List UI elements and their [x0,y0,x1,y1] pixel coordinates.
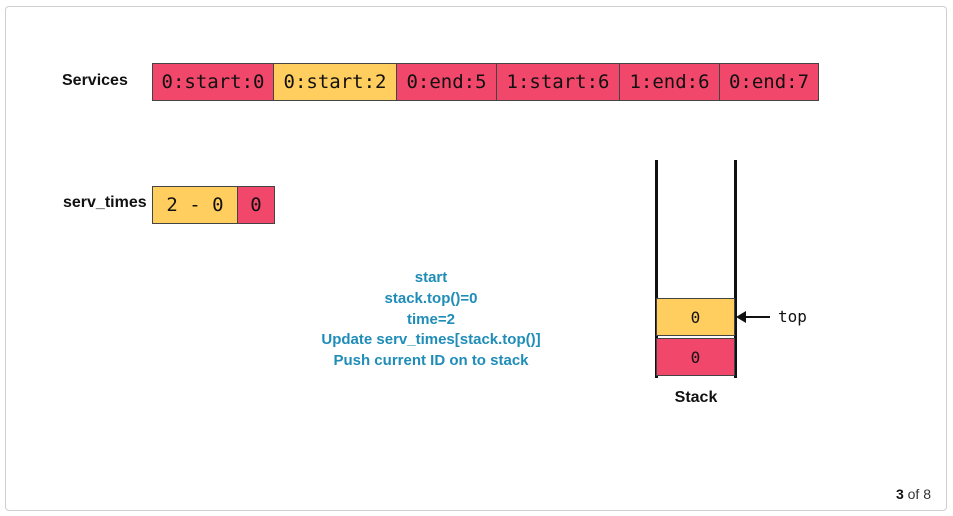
step-description: start stack.top()=0 time=2 Update serv_t… [300,268,562,372]
stack-item: 0 [656,338,735,376]
services-array: 0:start:0 0:start:2 0:end:5 1:start:6 1:… [152,63,819,101]
serv-times-label: serv_times [63,194,147,211]
step-line: time=2 [407,310,455,328]
services-cell: 0:start:0 [152,63,274,101]
services-cell: 0:end:5 [396,63,497,101]
pager-current: 3 [895,486,904,502]
top-label: top [778,307,807,326]
stack-right-wall [734,160,737,378]
slide-pager: 3 of 8 [896,486,931,502]
stack-label: Stack [674,389,718,406]
services-cell: 1:start:6 [496,63,620,101]
services-cell: 0:end:7 [719,63,819,101]
services-cell: 0:start:2 [273,63,397,101]
step-line: stack.top()=0 [384,289,478,307]
top-pointer-arrow-icon [736,311,746,323]
serv-times-array: 2 - 0 0 [152,186,275,224]
serv-times-cell: 0 [237,186,275,224]
services-label: Services [62,72,128,89]
services-cell: 1:end:6 [619,63,720,101]
step-line: start [414,269,448,286]
stack-left-wall [655,160,658,378]
stack-item-top: 0 [656,298,735,336]
step-line: Update serv_times[stack.top()] [321,331,541,349]
pager-total: of 8 [907,486,931,502]
step-line: Push current ID on to stack [333,352,529,370]
top-pointer-line [744,316,770,318]
serv-times-cell: 2 - 0 [152,186,238,224]
